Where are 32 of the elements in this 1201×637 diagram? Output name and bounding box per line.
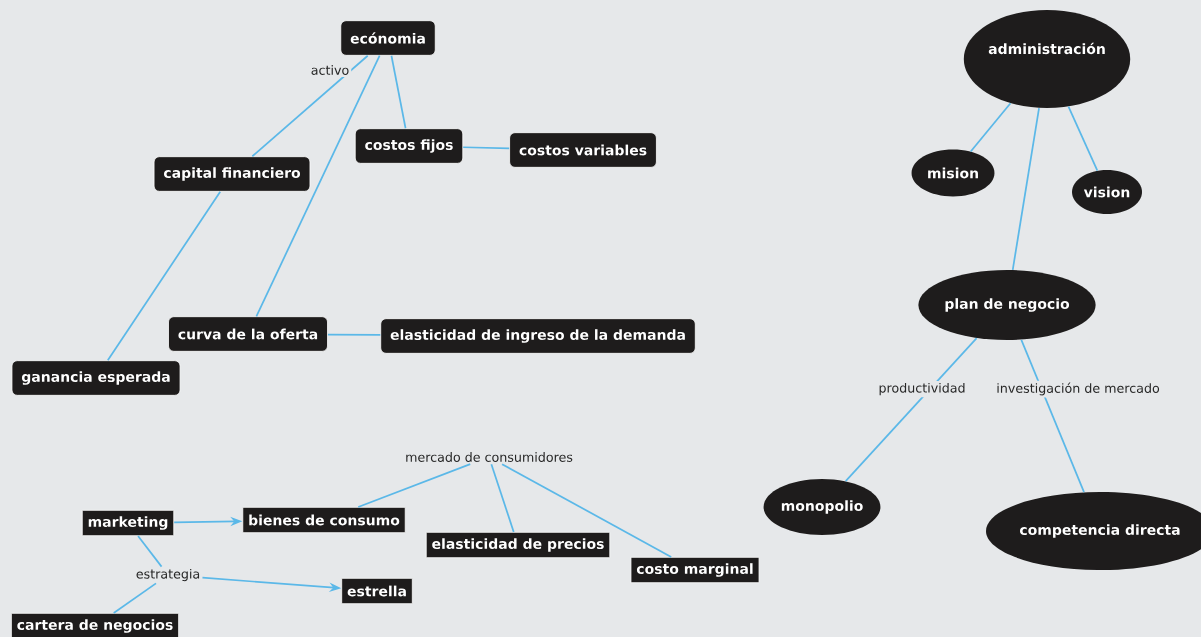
concept-box: capital financiero bbox=[153, 156, 311, 192]
connector-line bbox=[1011, 107, 1040, 271]
concept-box: ecónomia bbox=[340, 20, 436, 56]
connector-line bbox=[844, 337, 978, 482]
connector-line bbox=[462, 146, 511, 150]
concept-box: curva de la oferta bbox=[168, 316, 328, 352]
concept-box: elasticidad de ingreso de la demanda bbox=[380, 318, 696, 354]
connector-line bbox=[251, 54, 369, 158]
connector-line bbox=[255, 54, 381, 318]
connector-line bbox=[1067, 105, 1099, 172]
concept-box: bienes de consumo bbox=[242, 506, 406, 534]
concept-box: elasticidad de precios bbox=[425, 531, 611, 559]
concept-text: mercado de consumidores bbox=[406, 452, 573, 462]
concept-box: costo marginal bbox=[630, 556, 760, 584]
connector-line bbox=[501, 463, 673, 558]
connector-line bbox=[969, 102, 1012, 153]
connector-line bbox=[390, 54, 407, 130]
connector-line bbox=[490, 463, 515, 533]
connector-line bbox=[357, 463, 472, 508]
connector-line bbox=[137, 535, 163, 568]
concept-box: cartera de negocios bbox=[10, 612, 180, 637]
concept-box: estrella bbox=[341, 577, 413, 605]
connector-line bbox=[1020, 338, 1085, 493]
concept-box: ganancia esperada bbox=[11, 360, 181, 396]
connector-line bbox=[327, 333, 382, 336]
connector-line bbox=[106, 190, 222, 362]
connector-line bbox=[112, 582, 157, 614]
concept-box: costos variables bbox=[509, 132, 657, 168]
concept-box: costos fijos bbox=[354, 128, 464, 164]
concept-box: marketing bbox=[81, 509, 175, 537]
concept-text: estrategia bbox=[136, 568, 200, 582]
edge-label: activo bbox=[308, 63, 352, 77]
